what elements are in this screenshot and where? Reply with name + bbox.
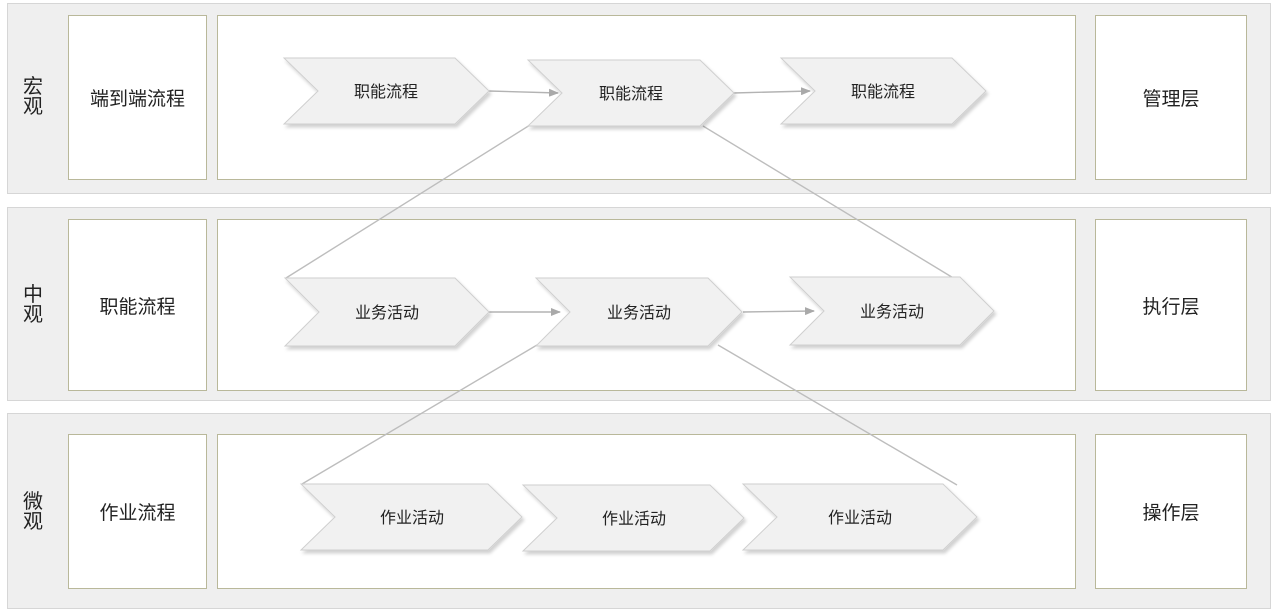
layer-scale-micro: 微 观 bbox=[7, 491, 59, 531]
flow-arrow bbox=[742, 307, 815, 316]
chevron-business-activity: 业务活动 bbox=[283, 277, 490, 347]
right-label-text: 执行层 bbox=[1142, 295, 1200, 318]
chevron-label: 职能流程 bbox=[599, 84, 663, 103]
left-label-text: 端到端流程 bbox=[89, 88, 185, 110]
chevron-work-activity: 作业活动 bbox=[299, 483, 523, 551]
chevron-label: 作业活动 bbox=[828, 508, 892, 527]
right-label-text: 管理层 bbox=[1142, 88, 1200, 110]
right-label-meso: 执行层 bbox=[1095, 219, 1247, 391]
scale-char: 观 bbox=[23, 94, 43, 118]
scale-char: 中 bbox=[23, 282, 43, 306]
chevron-label: 职能流程 bbox=[851, 82, 915, 101]
right-label-macro: 管理层 bbox=[1095, 15, 1247, 180]
chevron-function-process: 职能流程 bbox=[779, 57, 987, 125]
drilldown-line bbox=[301, 344, 538, 485]
chevron-label: 作业活动 bbox=[602, 509, 666, 528]
chevron-label: 职能流程 bbox=[354, 82, 418, 101]
left-label-meso: 职能流程 bbox=[68, 219, 207, 391]
left-label-micro: 作业流程 bbox=[68, 434, 207, 589]
chevron-label: 作业活动 bbox=[380, 508, 444, 527]
scale-char: 观 bbox=[23, 509, 43, 533]
chevron-label: 业务活动 bbox=[860, 302, 924, 321]
scale-char: 微 bbox=[23, 489, 43, 513]
chevron-function-process: 职能流程 bbox=[282, 57, 490, 125]
drilldown-line bbox=[285, 124, 531, 279]
left-label-text: 职能流程 bbox=[99, 295, 176, 318]
scale-char: 宏 bbox=[23, 74, 43, 98]
scale-char: 观 bbox=[23, 302, 43, 326]
chevron-function-process: 职能流程 bbox=[526, 59, 735, 127]
left-label-text: 作业流程 bbox=[99, 502, 176, 524]
chevron-work-activity: 作业活动 bbox=[741, 483, 978, 551]
chevron-label: 业务活动 bbox=[355, 303, 419, 322]
chevron-business-activity: 业务活动 bbox=[534, 277, 743, 347]
flow-arrow bbox=[732, 87, 811, 96]
layer-scale-meso: 中 观 bbox=[7, 284, 59, 324]
chevron-label: 业务活动 bbox=[607, 303, 671, 322]
layer-scale-macro: 宏 观 bbox=[7, 76, 59, 116]
drilldown-line bbox=[717, 344, 958, 486]
right-label-text: 操作层 bbox=[1142, 502, 1200, 524]
drilldown-line bbox=[702, 125, 956, 280]
flow-arrow bbox=[488, 88, 559, 97]
right-label-micro: 操作层 bbox=[1095, 434, 1247, 589]
chevron-work-activity: 作业活动 bbox=[521, 484, 745, 552]
chevron-business-activity: 业务活动 bbox=[788, 276, 995, 346]
left-label-macro: 端到端流程 bbox=[68, 15, 207, 180]
